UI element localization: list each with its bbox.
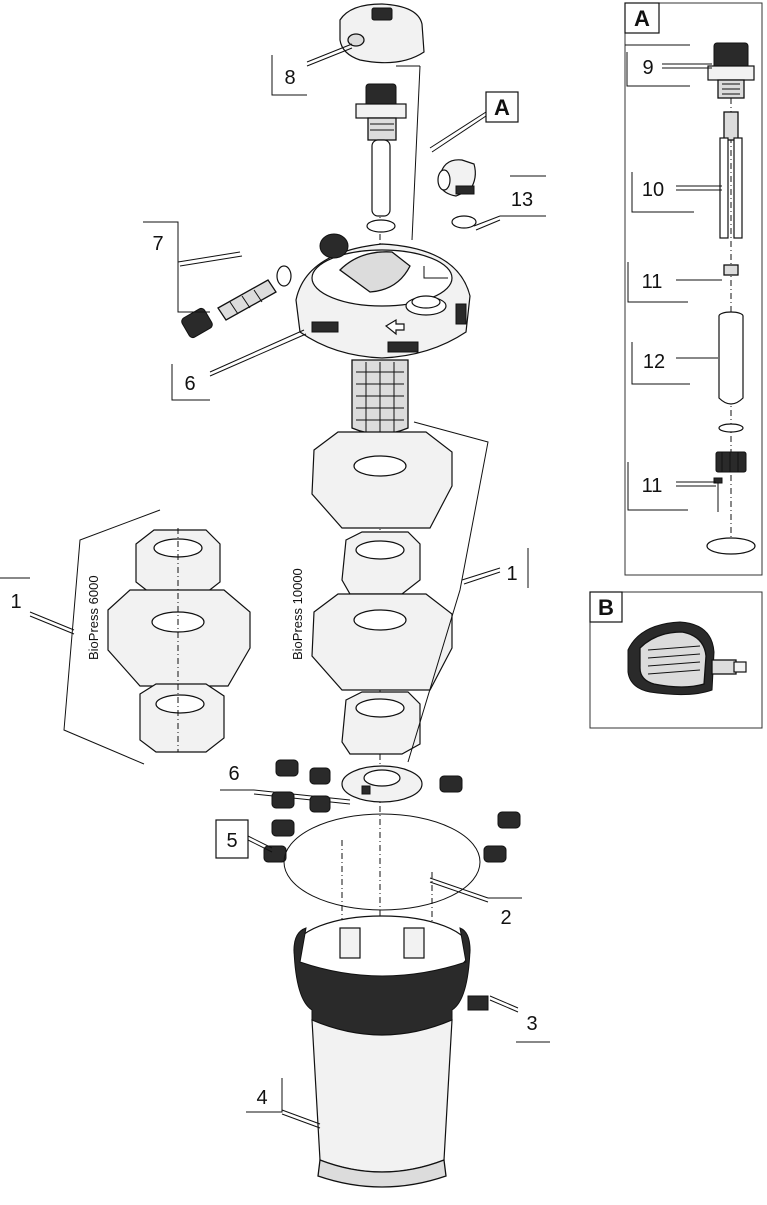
callout-1-left: 1 xyxy=(0,577,75,635)
svg-text:9: 9 xyxy=(642,57,653,79)
quartz-tube-icon xyxy=(718,311,744,405)
hose-tail-icon xyxy=(181,265,292,339)
callout-9: 9 xyxy=(626,52,712,87)
sealing-ring-icon xyxy=(283,813,481,911)
screw-icon xyxy=(713,477,723,512)
svg-text:12: 12 xyxy=(643,351,665,373)
panel-b-title: B xyxy=(598,595,614,620)
callout-5: 5 xyxy=(215,819,273,859)
callout-11-bottom: 11 xyxy=(627,462,716,511)
uv-bulb-icon xyxy=(719,111,743,239)
detail-panel-b: B xyxy=(589,591,763,729)
svg-text:13: 13 xyxy=(511,189,533,211)
callout-13: 13 xyxy=(473,175,546,231)
filter-lid-icon xyxy=(295,233,471,359)
callout-10: 10 xyxy=(631,172,722,213)
callout-detail-a: A xyxy=(429,91,519,153)
model-label-small: BioPress 6000 xyxy=(86,575,101,660)
seal-icon xyxy=(706,537,756,555)
svg-text:2: 2 xyxy=(500,907,511,929)
svg-text:5: 5 xyxy=(226,830,237,852)
filter-basket-icon xyxy=(351,359,409,435)
pump-icon xyxy=(627,621,747,696)
filter-housing-icon xyxy=(293,915,489,1188)
foam-stack-small xyxy=(107,529,251,753)
svg-text:6: 6 xyxy=(184,373,195,395)
callout-6-lid: 6 xyxy=(171,329,307,401)
svg-text:11: 11 xyxy=(642,475,663,497)
callout-4: 4 xyxy=(246,1078,321,1129)
uv-lamp-unit-icon xyxy=(355,83,407,233)
callout-8: 8 xyxy=(271,43,353,96)
svg-text:4: 4 xyxy=(256,1087,267,1109)
svg-text:6: 6 xyxy=(228,763,239,785)
union-nut-icon xyxy=(715,451,747,473)
model-label-large: BioPress 10000 xyxy=(290,568,305,660)
callout-1-right: 1 xyxy=(461,548,529,588)
distribution-plate-icon xyxy=(341,765,423,803)
foam-stack-large xyxy=(311,431,453,755)
svg-text:7: 7 xyxy=(152,233,163,255)
callout-3: 3 xyxy=(489,995,550,1043)
uv-clip-icon xyxy=(723,264,739,276)
callout-12: 12 xyxy=(631,342,718,385)
detail-panel-a: A xyxy=(624,2,763,576)
svg-text:A: A xyxy=(494,95,510,120)
uv-cover-icon xyxy=(339,3,425,64)
bio-media-icon xyxy=(263,759,521,863)
panel-a-title: A xyxy=(634,6,650,31)
svg-text:11: 11 xyxy=(642,271,663,293)
oring-icon xyxy=(718,423,744,433)
callout-6-plate: 6 xyxy=(220,763,351,805)
svg-text:8: 8 xyxy=(284,67,295,89)
callout-11-top: 11 xyxy=(627,262,722,303)
elbow-fitting-icon xyxy=(437,159,477,229)
callout-7: 7 xyxy=(143,221,243,313)
svg-text:1: 1 xyxy=(506,563,517,585)
callout-2: 2 xyxy=(429,877,522,929)
svg-text:1: 1 xyxy=(10,591,21,613)
svg-text:3: 3 xyxy=(526,1013,537,1035)
uv-head-icon xyxy=(707,42,755,99)
svg-text:10: 10 xyxy=(642,179,664,201)
